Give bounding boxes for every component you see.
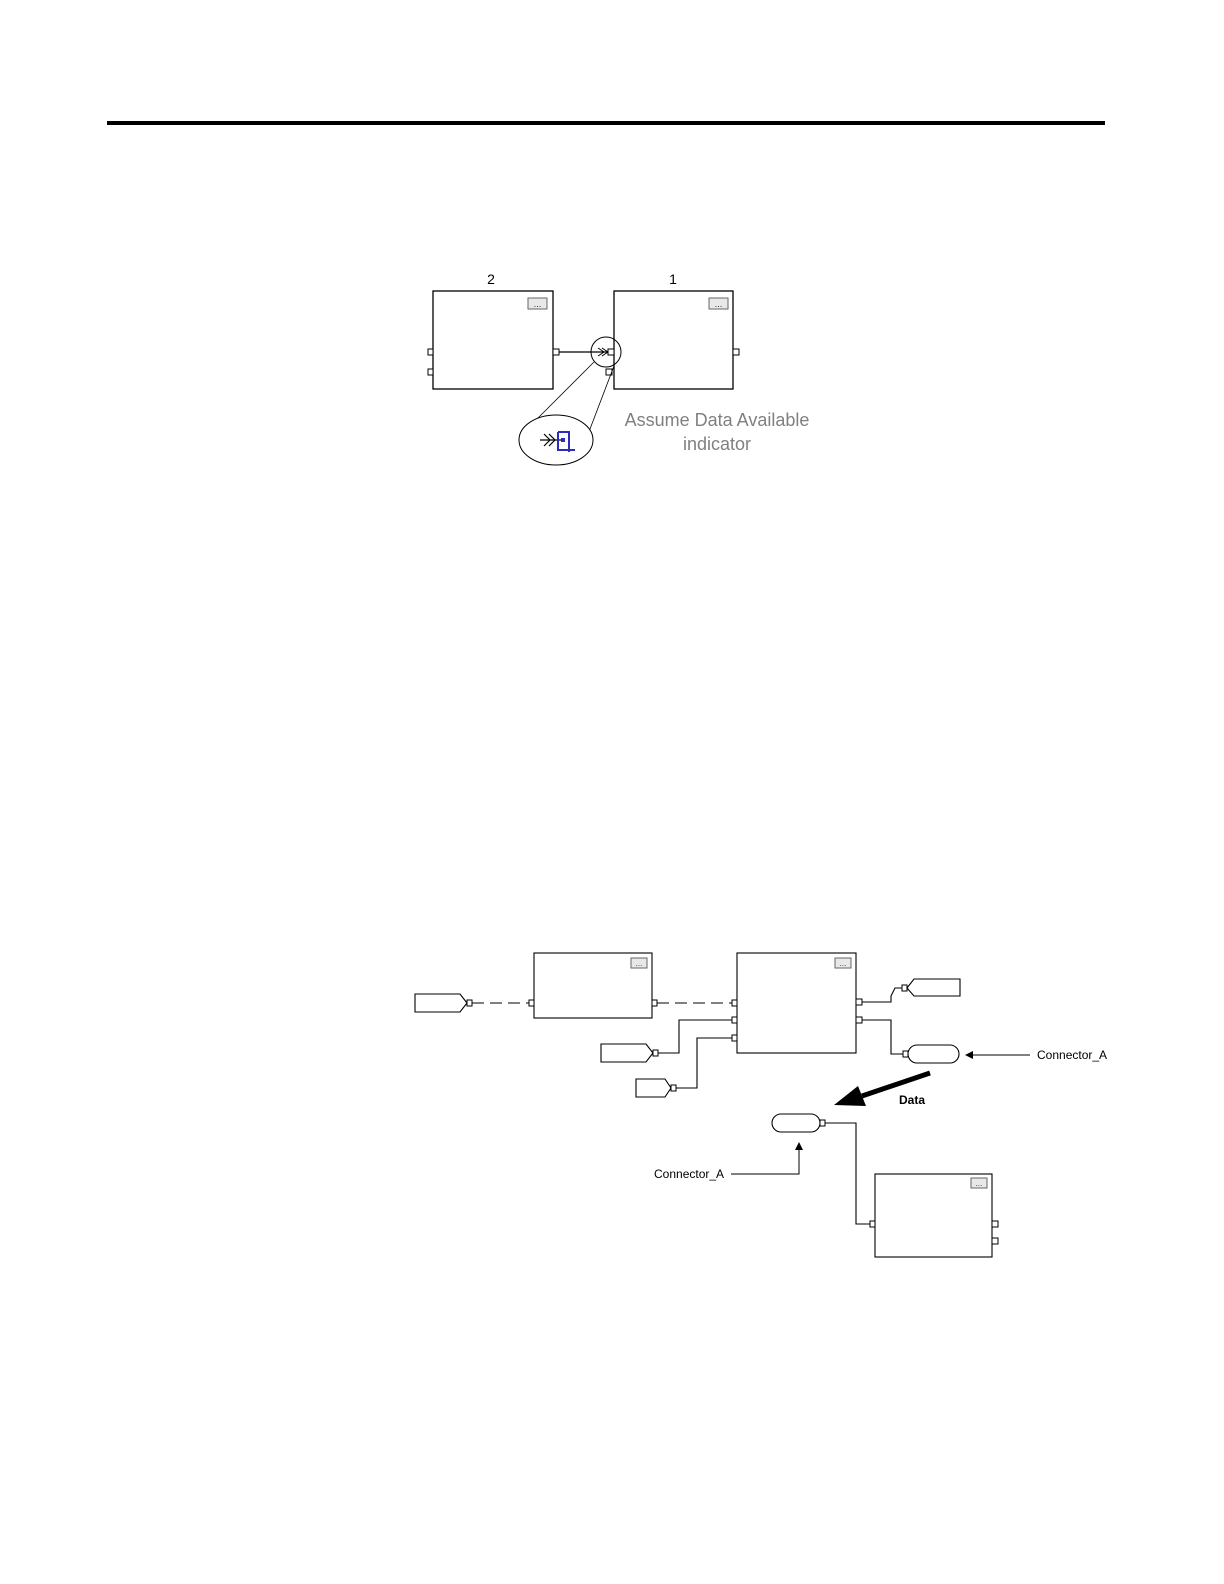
function-block-left[interactable]: ... — [529, 953, 657, 1018]
output-pin[interactable] — [992, 1238, 998, 1244]
wire[interactable] — [658, 1020, 732, 1053]
input-pin[interactable] — [732, 1035, 737, 1041]
wire[interactable] — [862, 988, 902, 1002]
input-pin[interactable] — [870, 1221, 875, 1227]
output-pin[interactable] — [856, 1017, 862, 1023]
connector-label-top: Connector_A — [1037, 1048, 1107, 1062]
data-label: Data — [899, 1093, 925, 1107]
input-reference-tag[interactable] — [601, 1044, 658, 1062]
wire[interactable] — [825, 1123, 870, 1224]
output-pin[interactable] — [856, 999, 862, 1005]
wire[interactable] — [676, 1038, 732, 1088]
ellipsis-icon[interactable]: ... — [631, 958, 647, 968]
output-pin[interactable] — [652, 1000, 657, 1006]
svg-text:...: ... — [976, 1179, 983, 1188]
ellipsis-icon[interactable]: ... — [835, 958, 851, 968]
input-pin[interactable] — [732, 1000, 737, 1006]
input-pin[interactable] — [529, 1000, 534, 1006]
output-reference-tag[interactable] — [902, 979, 960, 996]
wire[interactable] — [862, 1020, 903, 1054]
ellipsis-icon[interactable]: ... — [971, 1178, 987, 1188]
input-reference-tag[interactable] — [636, 1079, 676, 1097]
label-arrow — [731, 1143, 799, 1174]
input-connector-a[interactable] — [772, 1114, 825, 1132]
input-reference-tag[interactable] — [415, 994, 472, 1012]
function-block-bottom[interactable]: ... — [870, 1174, 998, 1257]
svg-text:...: ... — [636, 959, 643, 968]
svg-text:...: ... — [840, 959, 847, 968]
input-pin[interactable] — [732, 1017, 737, 1023]
connector-label-bottom: Connector_A — [654, 1167, 724, 1181]
function-block-right[interactable]: ... — [732, 953, 862, 1053]
output-connector-a[interactable] — [903, 1045, 959, 1063]
output-pin[interactable] — [992, 1221, 998, 1227]
